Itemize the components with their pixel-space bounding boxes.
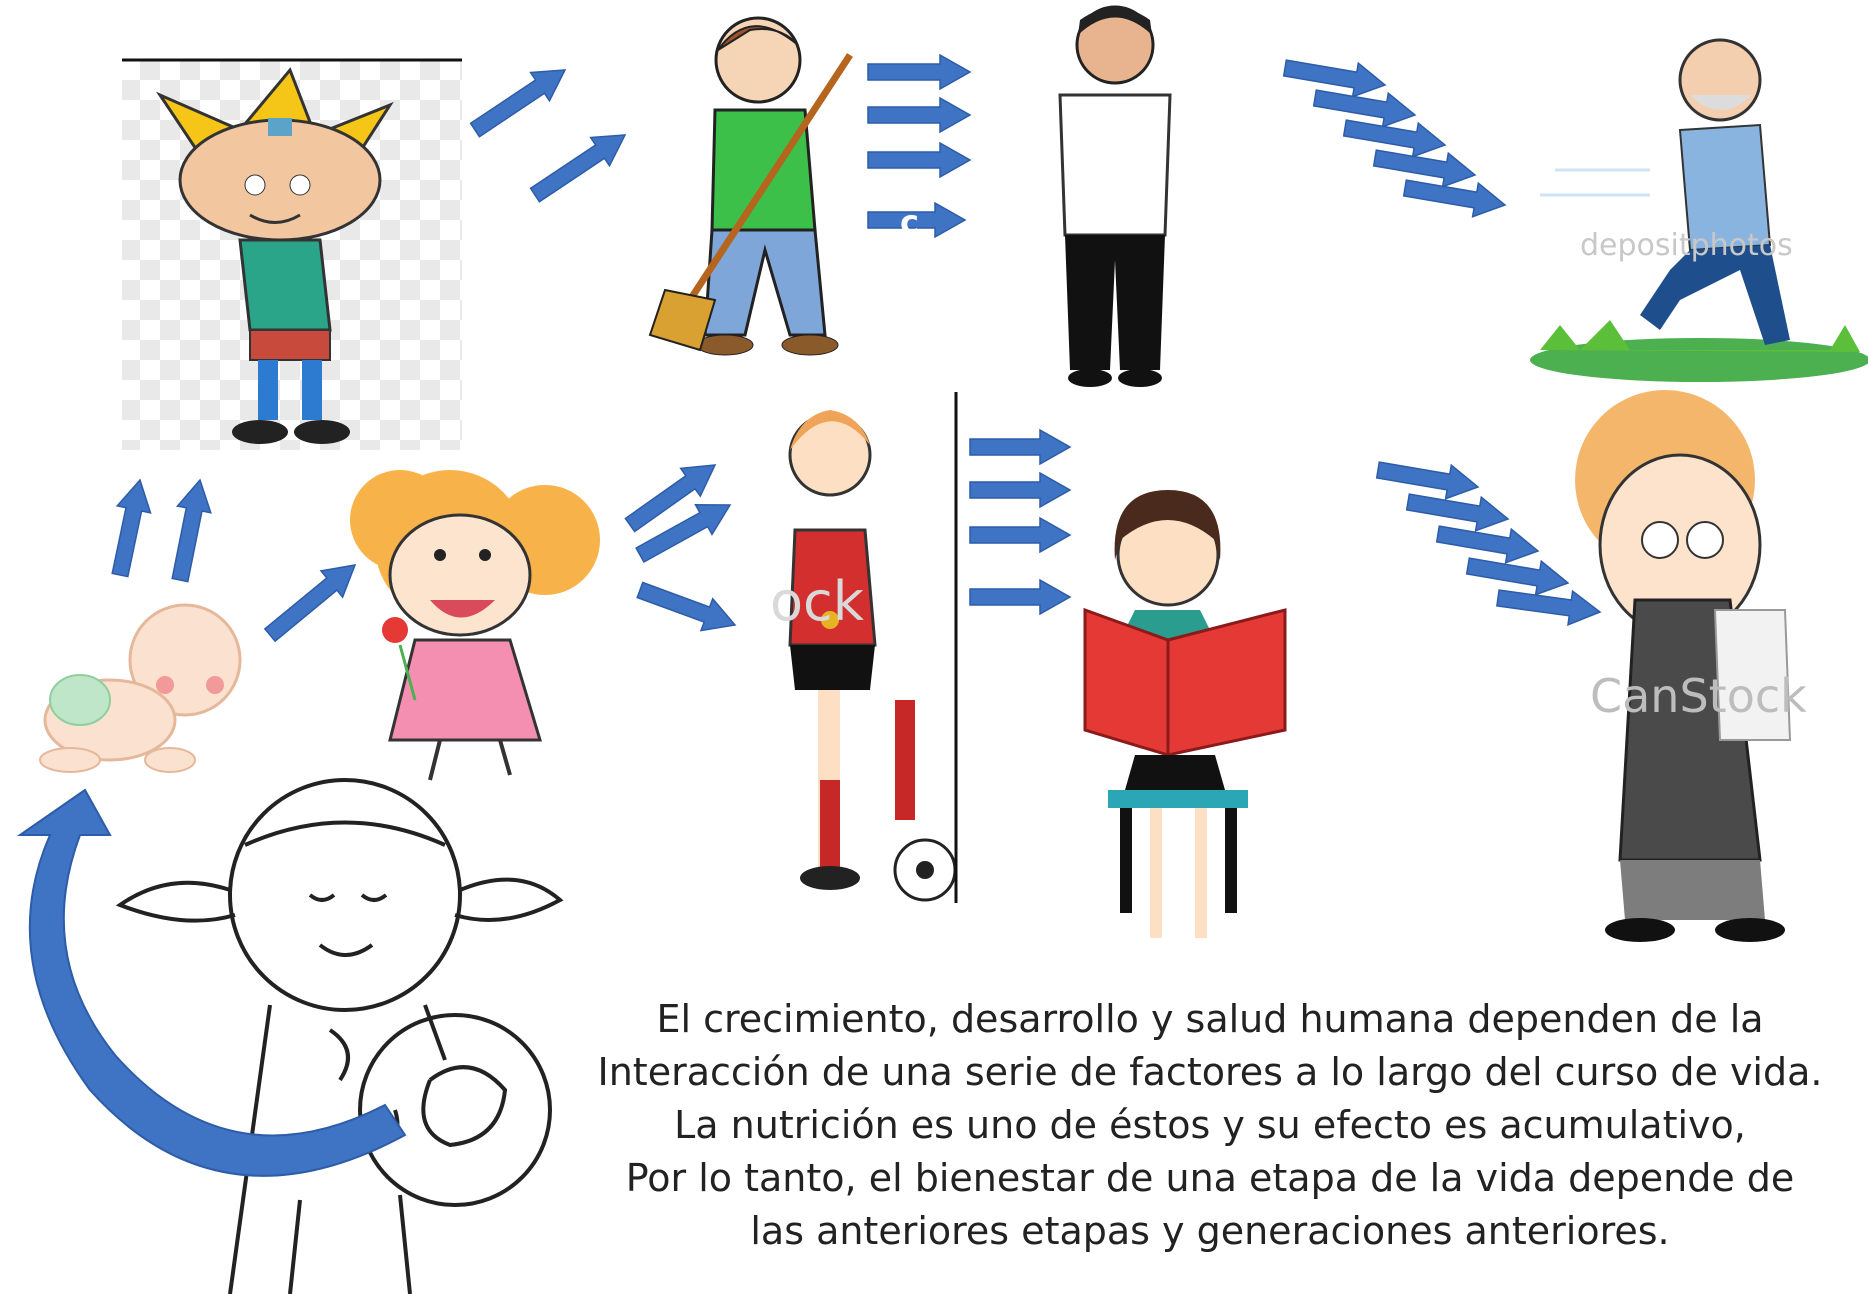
flow-arrow: [1465, 557, 1570, 596]
woman-reading-image: [1083, 490, 1287, 938]
flow-arrow: [1496, 589, 1602, 626]
pregnant-woman-image: [115, 778, 564, 1294]
teen-boy-image: [122, 58, 462, 450]
caption: El crecimiento, desarrollo y salud human…: [560, 993, 1860, 1258]
flow-arrow: [171, 478, 212, 583]
caption-line: las anteriores etapas y generaciones ant…: [750, 1209, 1670, 1253]
stock-watermark-fragment: ock: [770, 570, 865, 633]
little-girl-image: [350, 470, 600, 781]
depositphotos-watermark: depositphotos: [1580, 228, 1793, 263]
adult-man-image: [1058, 5, 1172, 387]
soccer-girl-image: ock: [770, 392, 958, 903]
baby-crawling-image: [30, 600, 242, 780]
flow-arrow: [969, 578, 1072, 616]
old-woman-image: CanStock: [1575, 390, 1807, 942]
flow-arrow: [1405, 493, 1510, 532]
flow-arrow: [1312, 89, 1417, 128]
flow-arrow: [867, 141, 972, 179]
flow-arrow: [969, 471, 1072, 509]
canstock-watermark: CanStock: [1590, 669, 1807, 723]
flow-arrow: [1282, 59, 1387, 98]
flow-arrow: [1402, 179, 1507, 218]
flow-arrow: [263, 564, 357, 643]
caption-line: La nutrición es uno de éstos y su efecto…: [674, 1103, 1746, 1147]
flow-arrow: [969, 516, 1072, 554]
flow-arrow: [867, 53, 972, 91]
flow-arrow: [1372, 149, 1477, 188]
old-man-running-image: depositphotos: [1530, 38, 1868, 382]
flow-arrow: [1342, 119, 1447, 158]
flow-arrow: [624, 464, 717, 533]
cycle-arrow: [16, 788, 407, 1177]
arrow-label: c: [900, 203, 919, 241]
caption-line: Por lo tanto, el bienestar de una etapa …: [625, 1156, 1795, 1200]
arrow-group: [111, 53, 1602, 643]
flow-arrow: [1435, 525, 1540, 564]
flow-arrow: [1375, 461, 1480, 500]
flow-arrow: [469, 69, 567, 138]
caption-line: El crecimiento, desarrollo y salud human…: [656, 997, 1764, 1041]
flow-arrow: [529, 134, 627, 203]
flow-arrow: [636, 581, 737, 632]
boy-sweeping-image: [648, 16, 853, 356]
flow-arrow: [111, 478, 152, 578]
flow-arrow: [635, 503, 732, 564]
flow-arrow: [969, 428, 1072, 466]
flow-arrow: [867, 96, 972, 134]
caption-line: Interacción de una serie de factores a l…: [597, 1050, 1823, 1094]
flow-arrow: [867, 201, 967, 239]
